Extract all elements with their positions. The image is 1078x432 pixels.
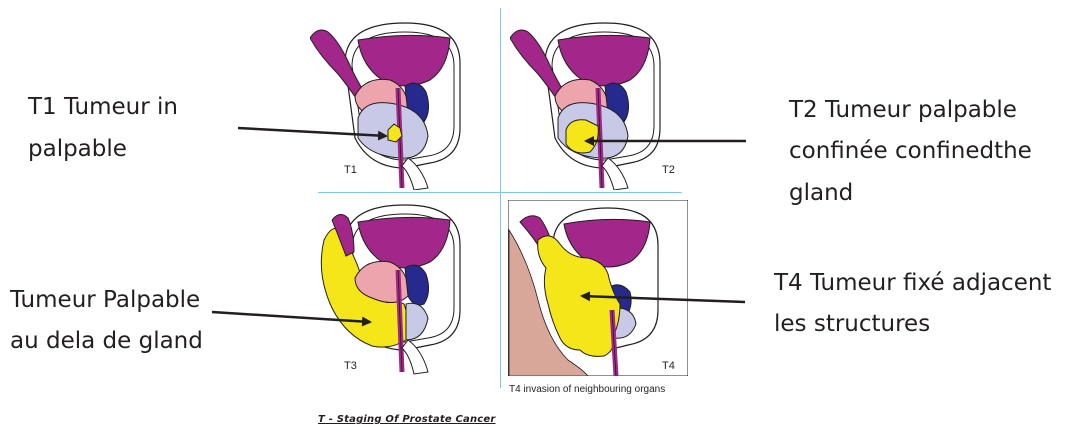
t4-arrow — [582, 296, 745, 302]
t1-arrow — [238, 128, 386, 136]
t3-arrow — [212, 312, 370, 322]
figure-caption: T - Staging Of Prostate Cancer — [318, 414, 496, 425]
